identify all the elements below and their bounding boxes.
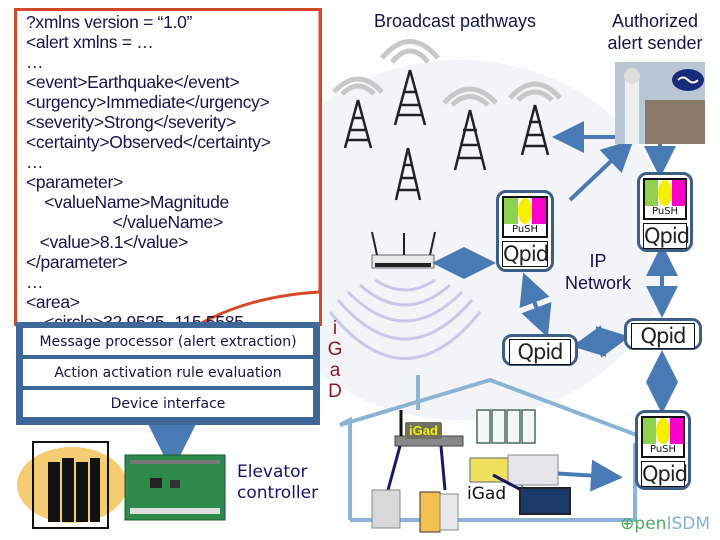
push-qpid-node: PuSH Qpid [637,172,693,252]
igad-letter: D [328,381,342,402]
xml-line: <alert xmlns = … [26,32,154,52]
xml-line: <urgency>Immediate</urgency> [26,92,270,112]
push-qpid-node: PuSH Qpid [496,190,554,272]
igad-badge: iGad [405,422,442,440]
xml-line: <severity>Strong</severity> [26,112,236,132]
home-router-icon [386,410,464,491]
brand-open: ⊕pen [620,514,667,534]
push-label: PuSH [651,206,679,217]
xml-line: <parameter> [26,172,123,192]
xml-line: … [26,272,44,292]
igad-processor-stack: Message processor (alert extraction) Act… [16,322,320,425]
igad-letter: a [329,360,341,381]
qpid-logo: Qpid [502,241,549,267]
xml-line: … [26,52,44,72]
xml-line: <value>8.1</value> [26,232,189,252]
push-logo: PuSH [641,416,685,458]
xml-callout [14,8,322,326]
broadcast-towers [343,69,550,201]
wifi-waves [328,278,482,360]
xml-line: <event>Earthquake</event> [26,72,240,92]
tower-icon [393,69,427,126]
house-outline [339,377,656,522]
igad-vertical-label: i G a D [324,318,346,402]
message-processor-layer: Message processor (alert extraction) [23,328,313,355]
xml-line: </valueName> [26,212,224,232]
tower-icon [343,99,373,149]
xml-message: ?xmlns version = “1.0”<alert xmlns = ……<… [26,12,271,372]
broadcast-pathways-title: Broadcast pathways [373,11,537,31]
controller-board-icon [124,454,226,521]
xml-line: <certainty>Observed</certainty> [26,132,271,152]
ip-label-line1: IP [589,251,607,271]
brand-isdm: ISDM [666,514,710,534]
xml-line: ?xmlns version = “1.0” [26,12,193,32]
rack-icon [476,409,536,444]
push-logo: PuSH [643,178,687,220]
callout-tail [199,8,322,326]
push-label: PuSH [649,444,677,455]
igad-device-label: iGad [467,484,507,504]
qpid-logo: Qpid [631,323,695,349]
qpid-node: Qpid [624,318,702,350]
elevator-label-line2: controller [237,483,319,503]
push-logo: PuSH [502,196,548,238]
tower-icon [453,109,487,171]
openisdm-logo: ⊕penISDM [620,514,710,534]
arrow-push-to-sender [568,139,634,202]
tower-icon [520,104,550,156]
igad-letter: G [327,339,343,360]
push-label: PuSH [511,224,539,235]
device-interface-layer: Device interface [23,390,313,417]
alert-sender-title-line2: alert sender [607,33,703,53]
qpid-logo: Qpid [643,223,690,249]
ip-network-label: IP Network [555,250,641,294]
xml-line: <area> [26,292,80,312]
arrow-push-qpid [519,272,552,338]
computer-icon [469,454,559,494]
tv-icon [519,487,571,515]
sender-building-icon [615,62,705,144]
meter-icon [371,489,401,529]
tower-icon [394,147,422,201]
igad-letter: i [332,318,338,339]
igad-badge-text: iGad [405,422,442,439]
xml-line: </parameter> [26,252,128,272]
alert-sender-title-line1: Authorized [611,11,699,31]
rule-evaluation-layer: Action activation rule evaluation [23,359,313,386]
qpid-logo: Qpid [641,461,688,487]
router-icon [371,231,436,269]
elevator-icon [17,441,127,529]
push-qpid-node: PuSH Qpid [635,410,691,490]
arrow-qpid-qpid [572,325,630,358]
elevator-label-line1: Elevator [237,462,308,482]
elevator-controller-label: Elevator controller [237,462,318,504]
qpid-logo: Qpid [509,339,571,365]
xml-line: <valueName>Magnitude [26,192,229,212]
xml-line: … [26,152,44,172]
ip-label-line2: Network [564,273,631,293]
qpid-node: Qpid [502,334,578,366]
alert-sender-title: Authorized alert sender [590,10,720,54]
signal-waves [332,39,562,107]
door-icon [419,491,459,533]
